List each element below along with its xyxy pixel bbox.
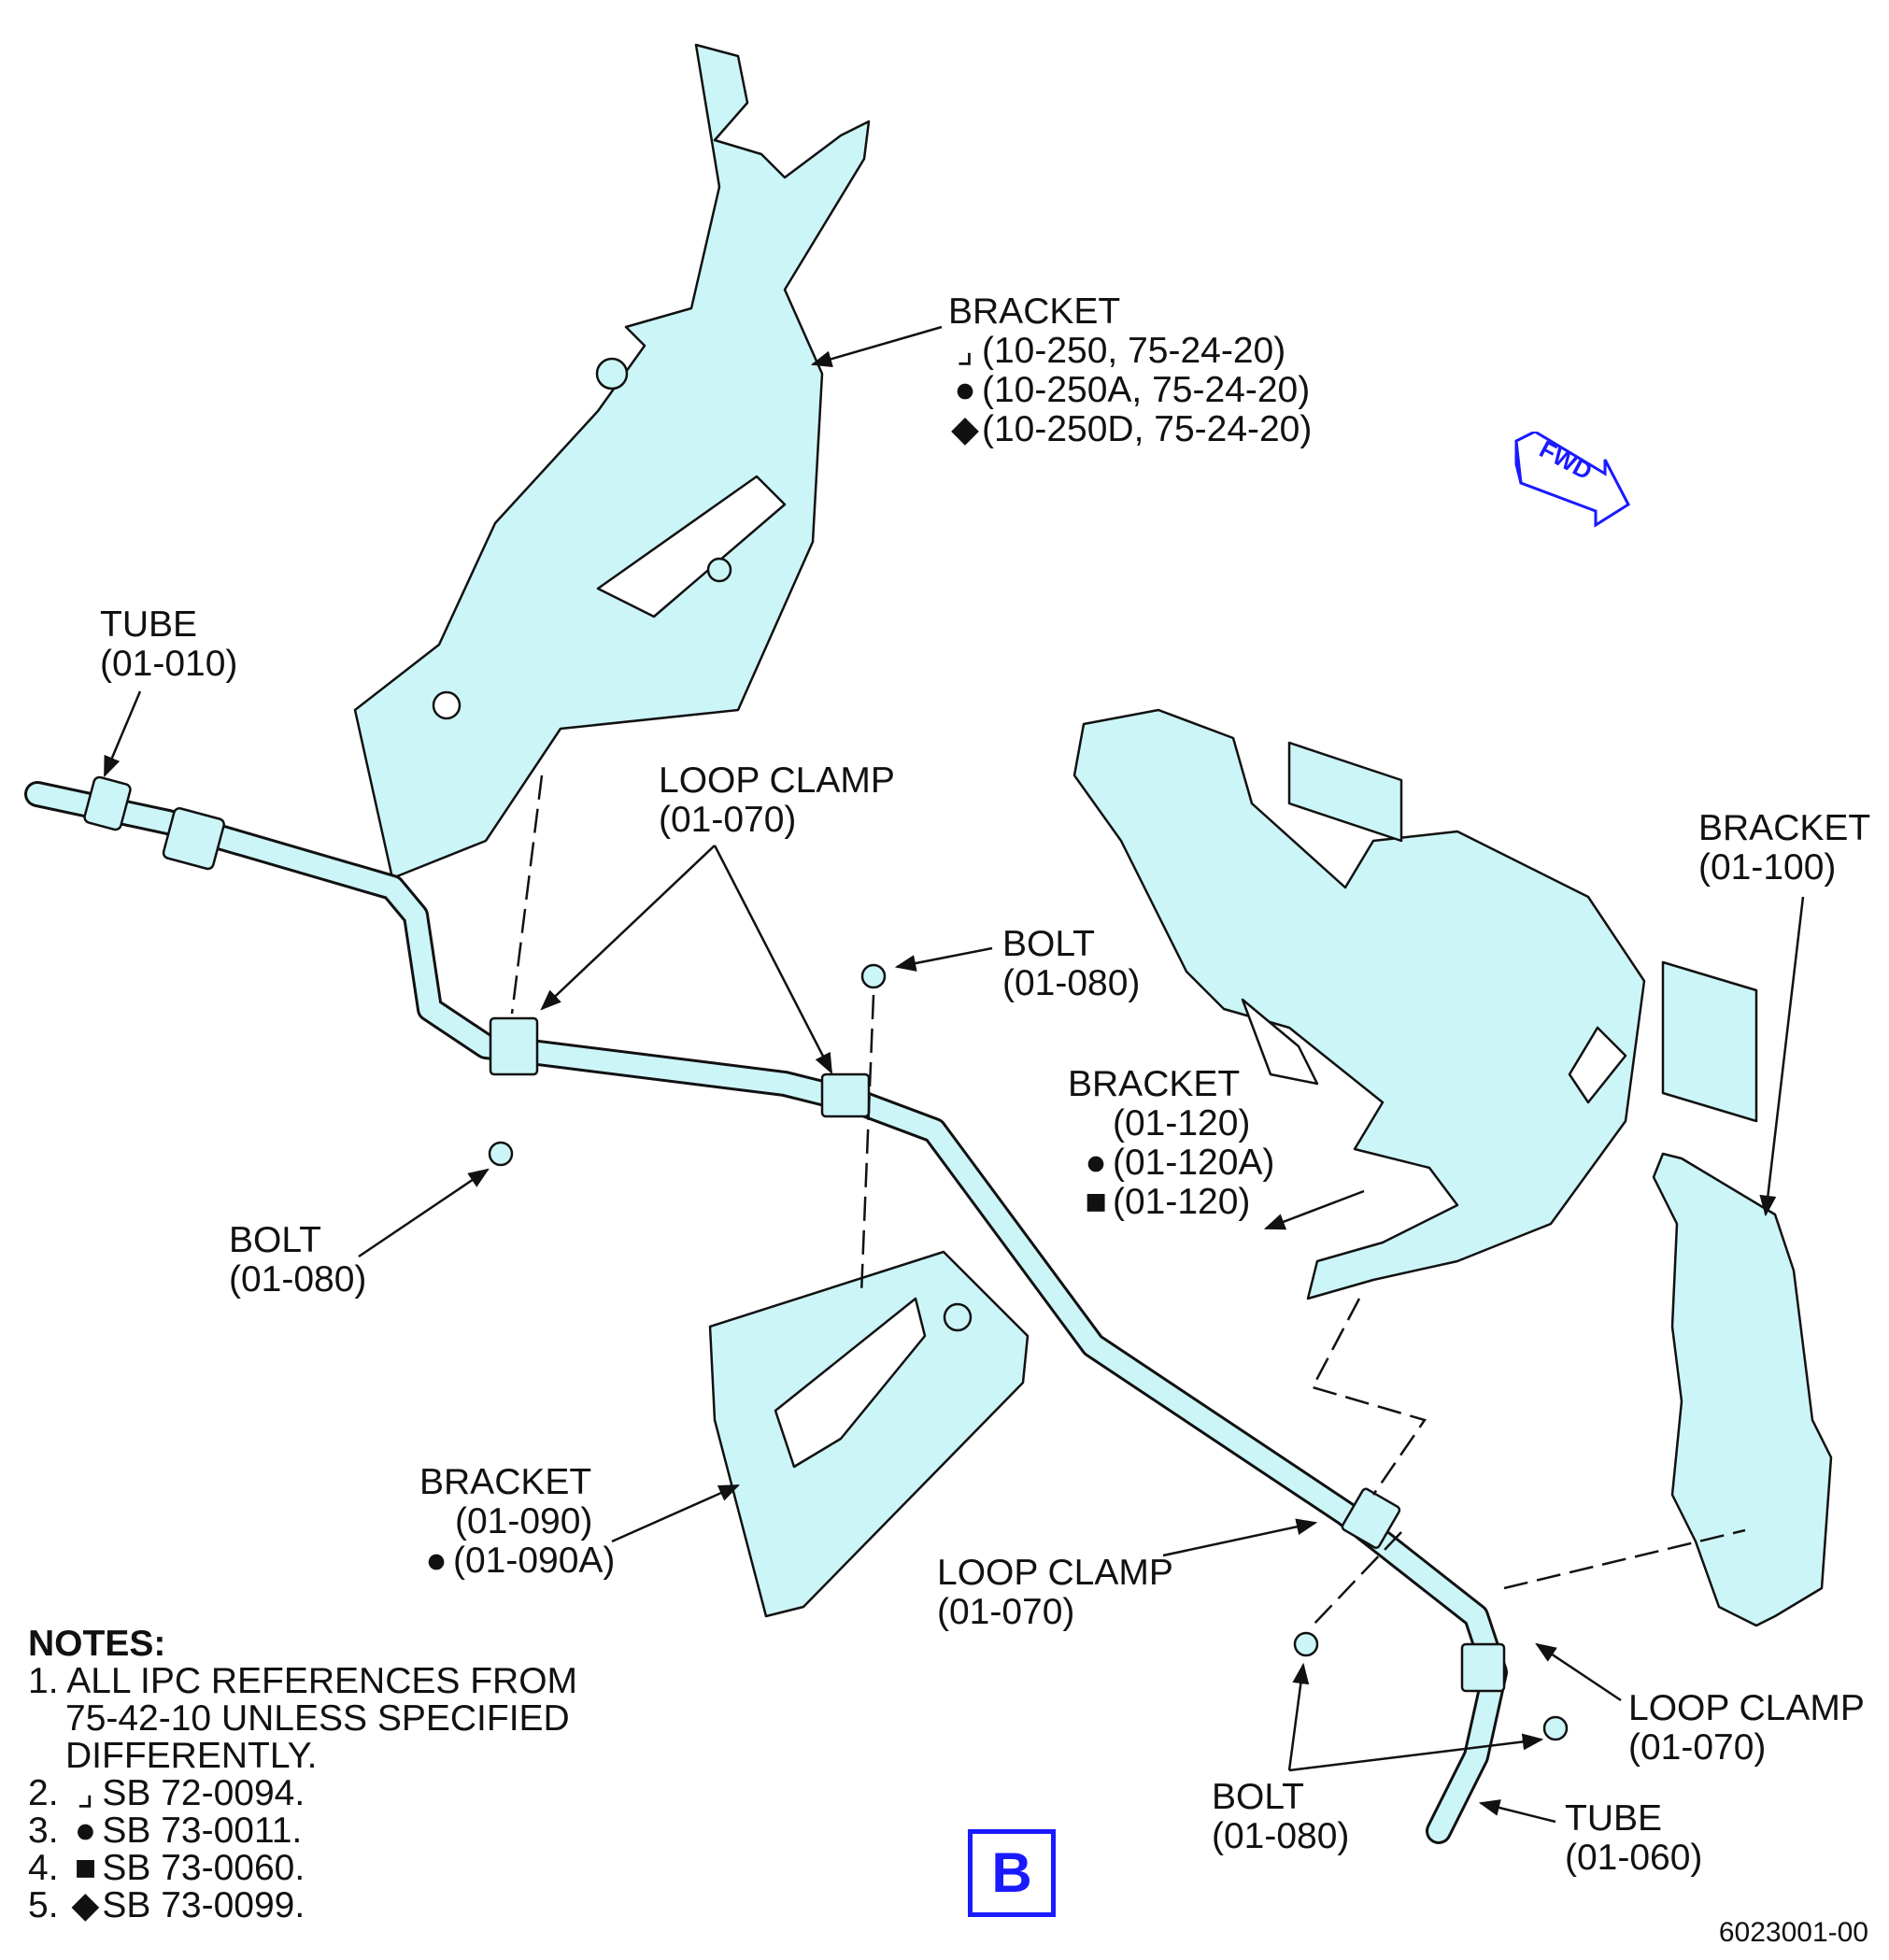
note-5: 5. ◆SB 73-0099. [28,1885,305,1925]
fwd-arrow-icon: FWD [1514,432,1630,528]
loop-clamp-3 [1341,1487,1401,1549]
loop-clamp-2 [820,1072,871,1118]
notes-block: NOTES: 1. ALL IPC REFERENCES FROM 75-42-… [28,1624,578,1925]
diamond-icon: ◆ [71,1885,100,1925]
square-icon: ■ [1085,1182,1107,1222]
bracket-100 [1652,1152,1833,1627]
note-2: 2. ⌟SB 72-0094. [28,1773,305,1813]
bracket-090 [708,1250,1030,1618]
note-3: 3. ●SB 73-0011. [28,1811,303,1851]
circle-icon: ● [1085,1143,1107,1183]
bracket-120 [1072,708,1646,1300]
circle-icon: ● [425,1541,447,1581]
label-bracket-top: BRACKET ⌟(10-250, 75-24-20) ●(10-250A, 7… [948,291,1313,449]
bolt-3 [1293,1631,1319,1657]
label-bracket-100: BRACKET(01-100) [1698,808,1871,888]
label-bracket-090: BRACKET (01-090) ●(01-090A) [419,1462,616,1581]
flag-icon: ⌟ [77,1773,94,1813]
label-tube-bottom: TUBE(01-060) [1565,1798,1703,1878]
drawing-number: 6023001-00 [1718,1917,1868,1948]
notes-heading: NOTES: [28,1624,166,1664]
note-1: 1. ALL IPC REFERENCES FROM [28,1661,578,1701]
note-4: 4. ■SB 73-0060. [28,1848,305,1888]
label-bolt-bottom: BOLT(01-080) [1212,1777,1350,1856]
circle-icon: ● [74,1811,97,1851]
bolt-4 [1542,1715,1569,1741]
label-tube-left: TUBE(01-010) [100,604,238,684]
square-icon: ■ [74,1848,97,1888]
diamond-icon: ◆ [951,409,979,449]
label-bracket-120: BRACKET (01-120) ●(01-120A) ■(01-120) [1068,1064,1275,1222]
bolt-2 [860,963,887,989]
bracket-top [353,43,871,880]
label-loop-clamp-top: LOOP CLAMP(01-070) [659,760,895,840]
bolt-1 [488,1141,514,1167]
loop-clamp-1 [489,1016,539,1076]
circle-icon: ● [954,370,976,410]
view-letter-box: B [968,1829,1056,1917]
label-bolt-left: BOLT(01-080) [229,1220,367,1300]
label-bolt-top: BOLT(01-080) [1002,924,1141,1003]
label-loop-clamp-right: LOOP CLAMP(01-070) [1628,1688,1865,1768]
flag-icon: ⌟ [956,331,974,371]
loop-clamp-4 [1460,1642,1506,1693]
label-loop-clamp-mid: LOOP CLAMP(01-070) [937,1553,1173,1632]
